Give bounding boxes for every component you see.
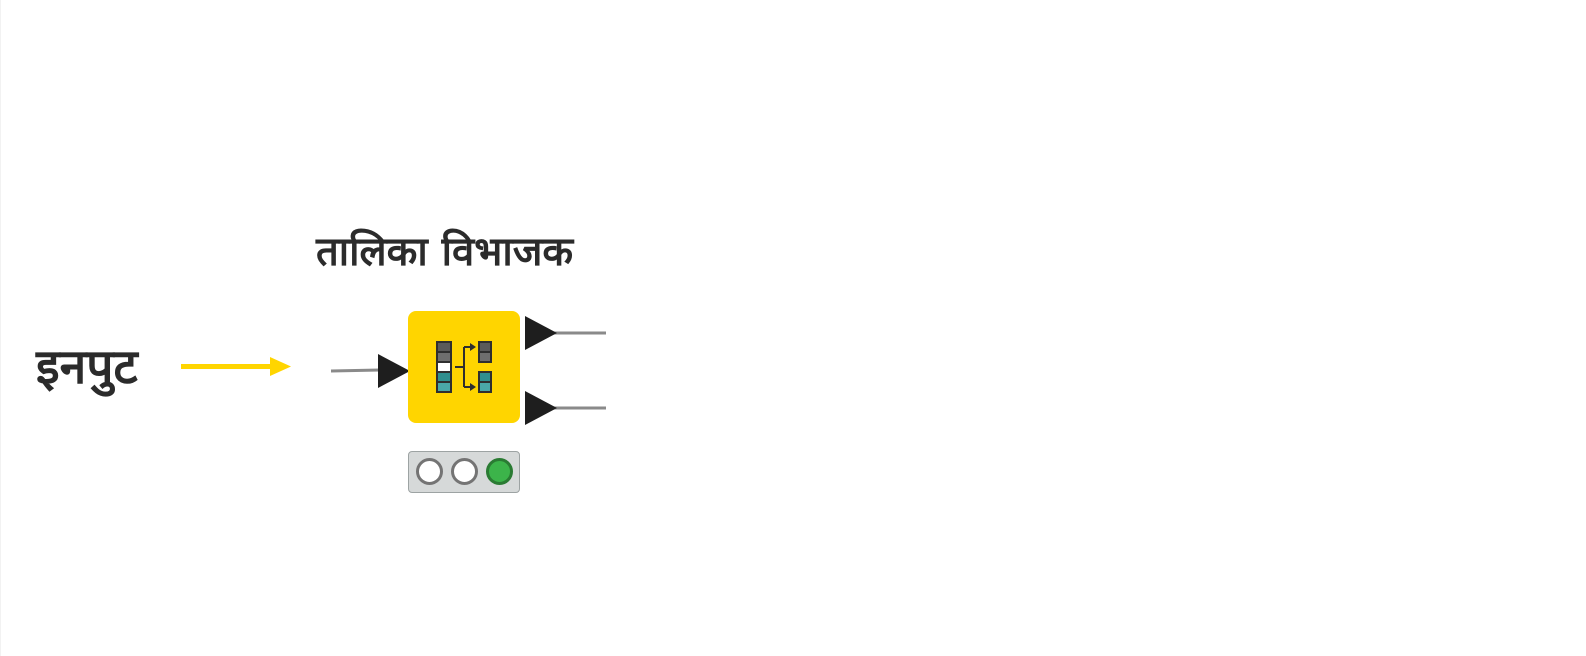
input-arrow bbox=[181, 357, 291, 376]
input-arrow-shaft bbox=[181, 364, 271, 369]
output-port-top[interactable] bbox=[525, 316, 557, 350]
canvas-border bbox=[0, 0, 1, 656]
status-light-yellow-off bbox=[451, 458, 478, 485]
output-port-bottom[interactable] bbox=[525, 391, 557, 425]
input-arrow-head bbox=[270, 357, 291, 376]
input-connection-line bbox=[330, 368, 381, 373]
table-splitter-icon bbox=[436, 341, 492, 393]
input-port[interactable] bbox=[378, 354, 410, 388]
input-label: इनपुट bbox=[36, 339, 138, 395]
node-status-indicator bbox=[408, 451, 520, 493]
status-light-red-off bbox=[416, 458, 443, 485]
table-splitter-node[interactable] bbox=[408, 311, 520, 423]
node-title[interactable]: तालिका विभाजक bbox=[316, 229, 574, 275]
status-light-green-on bbox=[486, 458, 513, 485]
